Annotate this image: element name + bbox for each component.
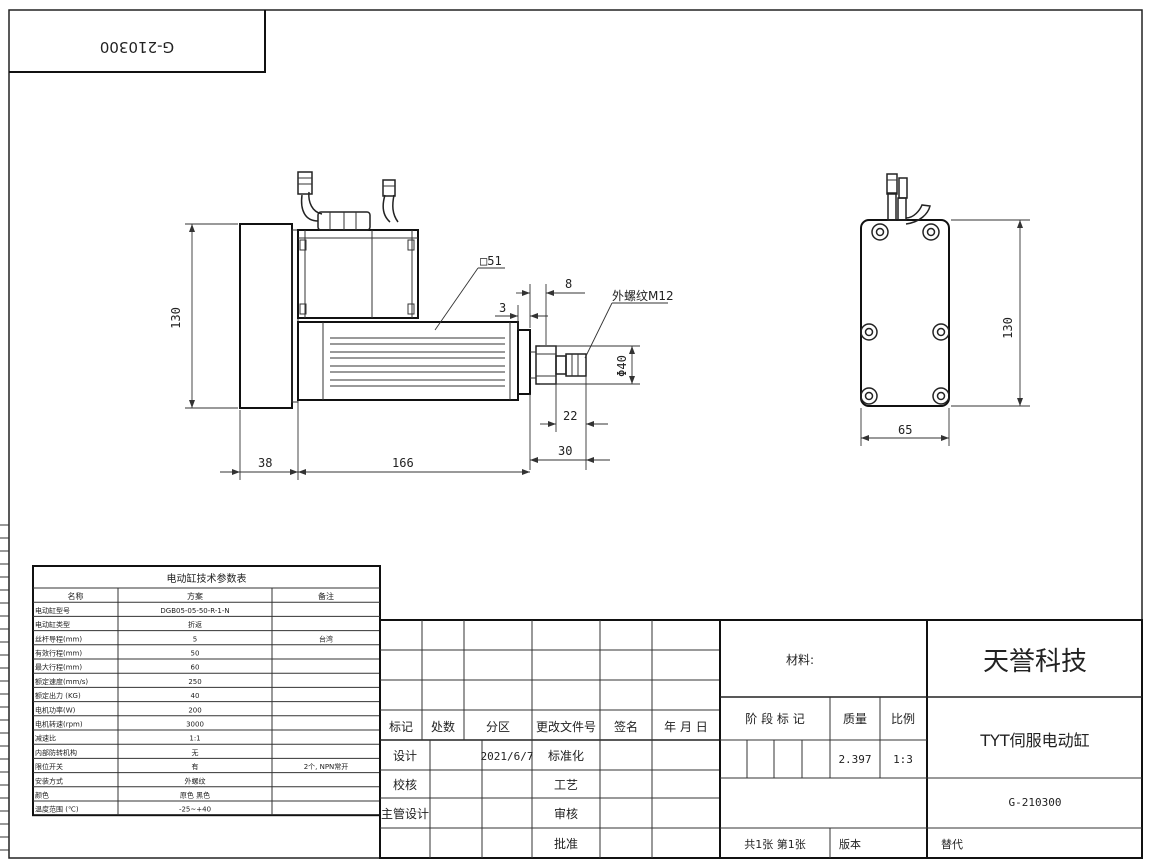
param-value: 折返: [188, 620, 202, 629]
tb-standardize: 标准化: [548, 749, 584, 763]
tb-check: 校核: [393, 777, 417, 792]
param-name: 安装方式: [35, 776, 63, 785]
mount-holes: [860, 223, 950, 405]
nut: [535, 345, 557, 385]
material-label: 材料:: [786, 653, 814, 667]
title-block: 材料: 天誉科技 TYT伺服电动缸 G-210300 标记 处数 分区 更改文件…: [379, 619, 1143, 859]
param-note: 2个, NPN常开: [304, 762, 349, 771]
param-value: 1:1: [189, 735, 200, 743]
dim-dia-40: Φ40: [615, 355, 629, 377]
front-view: [239, 171, 587, 409]
tb-scale-label: 比例: [891, 712, 915, 726]
tb-review: 审核: [554, 806, 578, 821]
param-header: 备注: [318, 591, 334, 601]
param-name: 丝杆导程(mm): [35, 634, 82, 643]
param-value: 外螺纹: [185, 776, 206, 785]
param-value: 50: [191, 650, 200, 658]
param-table-title: 电动缸技术参数表: [167, 572, 247, 585]
front-dimensions: 130 □51 8 3 外螺纹M12 Φ40: [169, 223, 674, 480]
tb-count: 处数: [431, 719, 455, 734]
tb-sheets: 共1张 第1张: [744, 837, 806, 851]
tb-stage-mark: 阶 段 标 记: [745, 711, 804, 726]
param-value: 有: [192, 762, 199, 771]
tb-mark: 标记: [389, 720, 413, 734]
cable-plug-1: [297, 171, 313, 195]
param-name: 减速比: [35, 734, 56, 743]
tb-zone: 分区: [486, 720, 510, 734]
param-name: 额定出力 (KG): [35, 691, 81, 700]
side-plate: [860, 219, 950, 407]
param-value: 无: [192, 749, 199, 757]
product-name: TYT伺服电动缸: [979, 731, 1089, 750]
param-name: 限位开关: [35, 762, 63, 771]
param-value: DGB05-05-50-R-1-N: [160, 607, 229, 615]
param-name: 温度范围 (℃): [35, 805, 79, 814]
param-header: 名称: [68, 591, 84, 601]
param-name: 内部防转机构: [35, 748, 77, 757]
tb-mass: 2.397: [838, 753, 871, 766]
motor-body: [297, 229, 419, 319]
side-dim-130: 130: [1001, 317, 1015, 339]
dim-8: 8: [565, 277, 572, 291]
flange-plate: [239, 223, 293, 409]
tb-sign: 签名: [614, 719, 638, 734]
dim-130: 130: [169, 307, 183, 329]
side-dim-65: 65: [898, 423, 912, 437]
side-view: [860, 173, 950, 407]
param-value: 原色 黑色: [180, 791, 210, 800]
tb-drawing-number: G-210300: [1009, 796, 1062, 809]
dim-square-51: □51: [480, 254, 502, 268]
tb-change-doc: 更改文件号: [536, 719, 596, 734]
end-cap: [517, 329, 531, 395]
param-header: 方案: [187, 591, 203, 601]
param-value: 3000: [186, 721, 204, 729]
param-name: 颜色: [35, 791, 49, 800]
drawing-code-box: G-210300: [9, 10, 266, 73]
tb-process: 工艺: [554, 778, 578, 792]
dim-22: 22: [563, 409, 577, 423]
tb-replace: 替代: [941, 837, 963, 851]
dim-38: 38: [258, 456, 272, 470]
param-value: -25~+40: [179, 806, 211, 814]
param-value: 60: [191, 664, 200, 672]
param-value: 200: [188, 706, 201, 714]
drawing-code-inverted: G-210300: [100, 38, 174, 56]
param-name: 最大行程(mm): [35, 663, 82, 672]
tb-date: 年 月 日: [664, 720, 708, 734]
actuator-tube: [297, 321, 519, 401]
tb-design-date: 2021/6/7: [481, 750, 534, 763]
tb-version: 版本: [839, 837, 861, 851]
left-edge-ticks: [0, 524, 9, 851]
param-note: 台湾: [319, 634, 333, 643]
param-value: 5: [193, 635, 197, 643]
tb-chief: 主管设计: [381, 806, 429, 821]
tb-approve: 批准: [554, 836, 578, 851]
side-dimensions: 130 65: [860, 219, 1030, 446]
param-name: 电机转速(rpm): [35, 720, 83, 729]
param-name: 额定速度(mm/s): [35, 677, 88, 686]
piston-rod: [565, 353, 587, 377]
dim-thread-m12: 外螺纹M12: [612, 289, 674, 303]
tb-design: 设计: [393, 749, 417, 763]
dim-30: 30: [558, 444, 572, 458]
param-value: 250: [188, 678, 201, 686]
dim-166: 166: [392, 456, 414, 470]
tb-scale: 1:3: [893, 753, 913, 766]
param-name: 有效行程(mm): [35, 649, 82, 658]
tb-mass-label: 质量: [843, 712, 867, 726]
param-name: 电动缸类型: [35, 620, 70, 629]
param-name: 电动缸型号: [35, 606, 70, 615]
param-name: 电机功率(W): [35, 705, 76, 714]
dim-3: 3: [499, 301, 506, 315]
cable-plug-2: [382, 179, 396, 197]
company-name: 天誉科技: [983, 647, 1087, 677]
param-value: 40: [191, 692, 200, 700]
